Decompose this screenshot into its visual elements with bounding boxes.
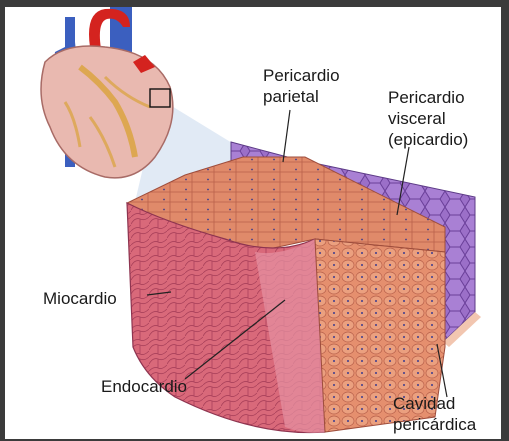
label-pericardio-parietal: Pericardio parietal [263, 65, 340, 107]
label-cavidad-pericardica: Cavidad pericárdica [393, 393, 476, 435]
label-miocardio: Miocardio [43, 288, 117, 309]
leader-parietal [283, 110, 290, 162]
label-endocardio: Endocardio [101, 376, 187, 397]
heart-illustration [41, 7, 173, 178]
diagram-canvas: Pericardio parietal Pericardio visceral … [5, 7, 501, 439]
label-pericardio-visceral: Pericardio visceral (epicardio) [388, 87, 468, 150]
heart-wall-diagram [5, 7, 501, 439]
